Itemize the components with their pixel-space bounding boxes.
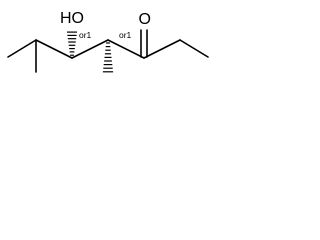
bond-methyl-a [7,39,37,58]
bond-isopropyl-carbinol [35,39,73,59]
stereo-descriptor-methine: or1 [119,30,132,40]
bond-carbinol-methine [71,39,109,59]
structural-formula: HO O or1 or1 [7,10,209,73]
bond-carbonyl-ethyl [143,39,181,59]
bond-ethyl-methyl [179,39,209,58]
hashed-wedge-hydroxyl [67,31,77,56]
stereo-descriptor-carbinol: or1 [79,30,92,40]
carbonyl-oxygen-label: O [139,11,151,28]
hydroxyl-label: HO [60,10,84,27]
bond-methine-carbonyl [107,39,145,59]
hashed-wedge-methyl [102,42,114,73]
